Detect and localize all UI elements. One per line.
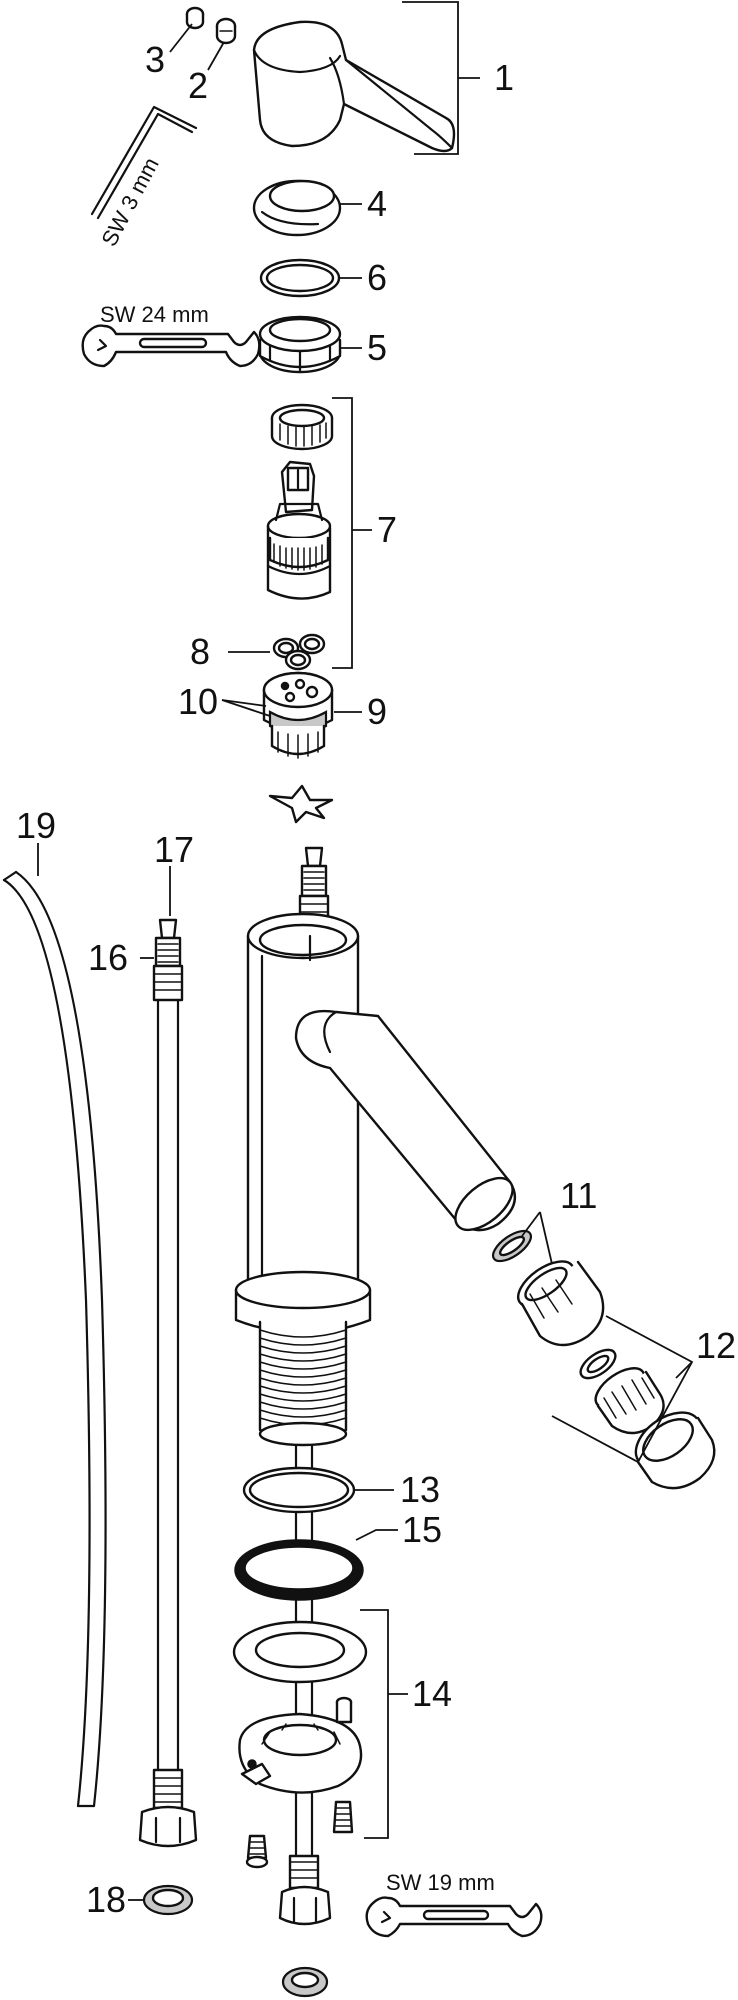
aerator-ring-part <box>579 1348 617 1380</box>
plug-part <box>215 17 237 45</box>
aerator-sleeve-part <box>634 1411 716 1490</box>
mounting-o-ring-part <box>242 1466 356 1514</box>
fixing-plate-part <box>238 1712 363 1794</box>
callout-2: 2 <box>188 65 208 106</box>
fixing-stud-part <box>335 1696 353 1724</box>
set-screw-part <box>185 6 205 30</box>
callout-7: 7 <box>377 509 397 550</box>
cover-cap-part <box>252 179 342 237</box>
callout-6: 6 <box>367 257 387 298</box>
callout-13: 13 <box>400 1469 440 1510</box>
wrench-19-tool: SW 19 mm <box>365 1870 543 1938</box>
callout-5: 5 <box>367 327 387 368</box>
callout-1: 1 <box>494 57 514 98</box>
o-ring-part <box>259 258 341 298</box>
callout-16: 16 <box>88 937 128 978</box>
callout-9: 9 <box>367 691 387 732</box>
base-gasket-part <box>234 1539 364 1601</box>
handle-part <box>252 20 456 153</box>
callout-12: 12 <box>696 1325 736 1366</box>
valve-base-part <box>262 671 334 759</box>
callout-11: 11 <box>560 1175 597 1216</box>
aerator-seal-part <box>491 1229 533 1263</box>
faucet-body-part <box>234 846 517 1926</box>
washer-bottom-part <box>281 1966 329 1998</box>
washer-left-part <box>142 1884 194 1916</box>
callout-8: 8 <box>190 631 210 672</box>
aerator-housing-part <box>517 1260 605 1347</box>
supply-hose-left-part <box>138 918 198 1848</box>
seal-set-part <box>272 633 326 671</box>
mounting-screw-right-part <box>332 1800 354 1834</box>
wrench-24-size-label: SW 24 mm <box>100 302 209 327</box>
callout-14: 14 <box>412 1673 452 1714</box>
support-washer-part <box>232 1620 368 1684</box>
callout-17: 17 <box>154 829 194 870</box>
wrench-24-tool: SW 24 mm <box>81 302 261 368</box>
callout-4: 4 <box>367 183 387 224</box>
hex-key-tool: SW 3 mm <box>90 105 198 250</box>
callout-10: 10 <box>178 681 218 722</box>
callout-3: 3 <box>145 39 165 80</box>
callout-18: 18 <box>86 1879 126 1920</box>
callout-15: 15 <box>402 1509 442 1550</box>
star-clip-part <box>268 784 334 824</box>
flexible-hose-part <box>2 870 107 1808</box>
wrench-19-size-label: SW 19 mm <box>386 1870 495 1895</box>
cartridge-part <box>266 403 334 600</box>
mounting-screw-left-part <box>245 1834 269 1869</box>
nut-part <box>258 315 342 374</box>
callout-19: 19 <box>16 805 56 846</box>
